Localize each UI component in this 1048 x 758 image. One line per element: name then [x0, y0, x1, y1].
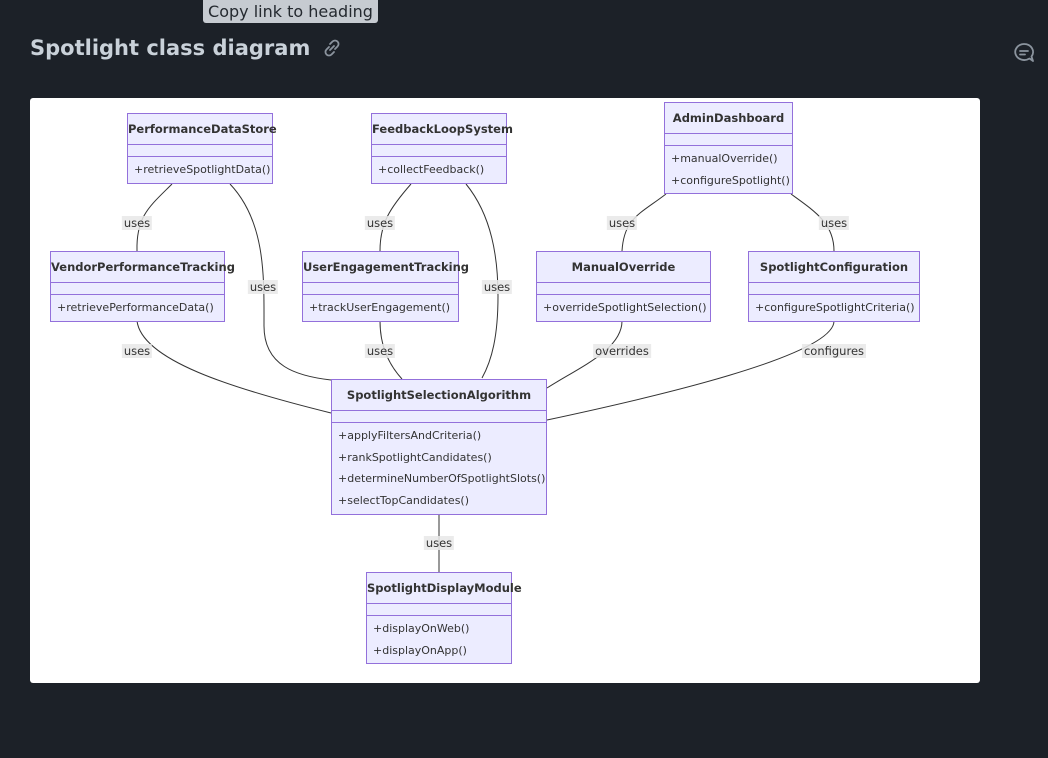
class-method: +retrievePerformanceData(): [57, 301, 214, 314]
edge-label: uses: [121, 216, 153, 230]
class-spotlight-configuration: SpotlightConfiguration +configureSpotlig…: [748, 251, 920, 322]
copy-link-tooltip: Copy link to heading: [203, 0, 378, 23]
class-methods: +retrievePerformanceData(): [51, 295, 224, 319]
class-method: +trackUserEngagement(): [309, 301, 451, 314]
class-method: +displayOnApp(): [373, 643, 467, 657]
edge-label: uses: [247, 280, 279, 294]
page-title: Spotlight class diagram: [30, 36, 311, 60]
link-icon[interactable]: [320, 36, 344, 60]
class-name: AdminDashboard: [665, 103, 792, 134]
class-performance-data-store: PerformanceDataStore +retrieveSpotlightD…: [127, 113, 277, 184]
class-name: SpotlightConfiguration: [749, 252, 919, 283]
class-attributes: [537, 283, 710, 295]
class-methods: +trackUserEngagement(): [303, 295, 458, 319]
class-methods: +collectFeedback(): [372, 157, 506, 181]
class-name: PerformanceDataStore: [128, 114, 277, 145]
class-method: +applyFiltersAndCriteria(): [338, 429, 482, 442]
class-method: +rankSpotlightCandidates(): [338, 450, 492, 464]
class-attributes: [128, 145, 272, 157]
edge-label: uses: [423, 536, 455, 550]
class-attributes: [303, 283, 458, 295]
class-spotlight-display-module: SpotlightDisplayModule +displayOnWeb() +…: [366, 572, 522, 664]
class-methods: +displayOnWeb() +displayOnApp(): [367, 616, 511, 661]
edge-vpt-ssa: [136, 320, 332, 414]
class-name: FeedbackLoopSystem: [372, 114, 513, 145]
edge-label: uses: [364, 344, 396, 358]
class-methods: +overrideSpotlightSelection(): [537, 295, 710, 319]
class-methods: +retrieveSpotlightData(): [128, 157, 272, 181]
class-name: VendorPerformanceTracking: [51, 252, 235, 283]
edge-fls-ssa: [465, 183, 499, 379]
edge-label: configures: [801, 344, 867, 358]
class-user-engagement-tracking: UserEngagementTracking +trackUserEngagem…: [302, 251, 469, 322]
class-attributes: [749, 283, 919, 295]
class-method: +configureSpotlightCriteria(): [755, 301, 915, 314]
class-diagram: uses uses uses uses uses uses uses uses …: [30, 98, 980, 683]
class-methods: +applyFiltersAndCriteria() +rankSpotligh…: [332, 423, 546, 511]
edge-label: uses: [121, 344, 153, 358]
class-name: SpotlightSelectionAlgorithm: [332, 380, 546, 411]
edge-pds-ssa: [229, 183, 332, 381]
class-attributes: [665, 134, 792, 146]
class-method: +selectTopCandidates(): [338, 493, 470, 507]
class-feedback-loop-system: FeedbackLoopSystem +collectFeedback(): [371, 113, 513, 184]
edge-label: uses: [818, 216, 850, 230]
class-method: +determineNumberOfSpotlightSlots(): [338, 472, 546, 485]
edge-label: uses: [364, 216, 396, 230]
class-name: SpotlightDisplayModule: [367, 573, 522, 604]
section-heading: Spotlight class diagram: [30, 36, 344, 60]
class-name: ManualOverride: [537, 252, 710, 283]
class-vendor-performance-tracking: VendorPerformanceTracking +retrievePerfo…: [50, 251, 235, 322]
edge-sc-ssa: [546, 320, 835, 421]
class-name: UserEngagementTracking: [303, 252, 469, 283]
class-method: +configureSpotlight(): [671, 173, 790, 187]
class-method: +overrideSpotlightSelection(): [543, 301, 707, 314]
class-attributes: [372, 145, 506, 157]
class-attributes: [367, 604, 511, 616]
class-attributes: [51, 283, 224, 295]
class-admin-dashboard: AdminDashboard +manualOverride() +config…: [664, 102, 793, 194]
class-manual-override: ManualOverride +overrideSpotlightSelecti…: [536, 251, 711, 322]
edge-label: overrides: [593, 344, 651, 358]
class-method: +retrieveSpotlightData(): [134, 163, 271, 176]
comment-discussion-icon[interactable]: [1012, 41, 1036, 65]
class-attributes: [332, 411, 546, 423]
edge-label: uses: [606, 216, 638, 230]
class-methods: +configureSpotlightCriteria(): [749, 295, 919, 319]
edge-pds-vpt: [136, 183, 173, 252]
class-spotlight-selection-algorithm: SpotlightSelectionAlgorithm +applyFilter…: [331, 379, 547, 515]
edge-label: uses: [481, 280, 513, 294]
class-methods: +manualOverride() +configureSpotlight(): [665, 146, 792, 191]
class-method: +displayOnWeb(): [373, 622, 470, 635]
class-method: +manualOverride(): [671, 152, 778, 165]
class-method: +collectFeedback(): [378, 163, 485, 176]
